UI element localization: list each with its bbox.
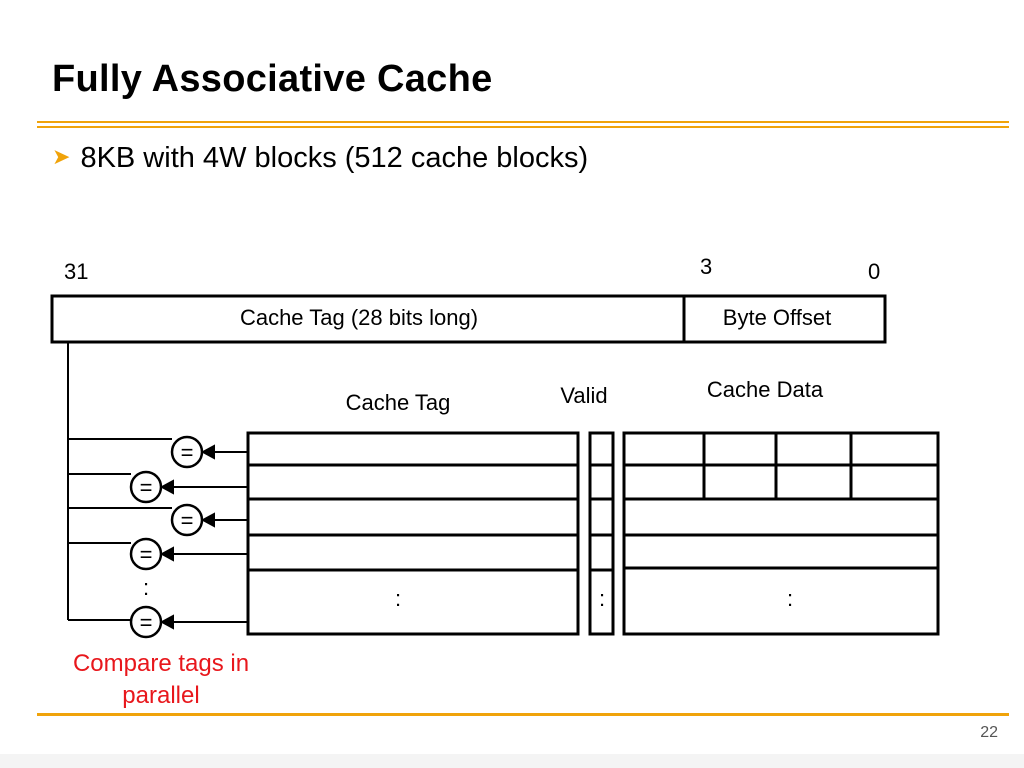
- comparators: = = = = =: [129, 435, 204, 639]
- footer-band: [0, 754, 1024, 768]
- cache-data-array: [622, 431, 940, 636]
- slide-title: Fully Associative Cache: [52, 58, 493, 100]
- comparator-symbol: =: [140, 475, 153, 500]
- compare-caption: Compare tags in parallel: [46, 648, 276, 712]
- cache-tag-header: Cache Tag: [346, 390, 451, 415]
- bit-label-3: 3: [700, 254, 712, 279]
- address-register: [50, 294, 887, 344]
- comparator-symbol: =: [140, 542, 153, 567]
- cache-tag-array: [246, 431, 580, 636]
- title-divider-top: [37, 121, 1009, 123]
- comparator-ellipsis: :: [143, 575, 149, 600]
- cache-data-header: Cache Data: [707, 377, 824, 402]
- bullet-point: ➤ 8KB with 4W blocks (512 cache blocks): [52, 142, 588, 175]
- valid-bit-array: [588, 431, 615, 636]
- tag-feed-arrows: [159, 444, 248, 630]
- data-array-ellipsis: :: [787, 586, 793, 611]
- bullet-text: 8KB with 4W blocks (512 cache blocks): [80, 142, 589, 174]
- offset-field-label: Byte Offset: [723, 305, 831, 330]
- bit-label-31: 31: [64, 259, 88, 284]
- comparator-symbol: =: [181, 440, 194, 465]
- tag-array-ellipsis: :: [395, 586, 401, 611]
- arrow-bullet-icon: ➤: [52, 144, 71, 169]
- page-number: 22: [980, 724, 998, 741]
- valid-header: Valid: [560, 383, 607, 408]
- valid-array-ellipsis: :: [599, 586, 605, 611]
- bit-label-0: 0: [868, 259, 880, 284]
- title-divider-bottom: [37, 126, 1009, 128]
- tag-field-label: Cache Tag (28 bits long): [240, 305, 478, 330]
- comparator-symbol: =: [181, 508, 194, 533]
- caption-line-2: parallel: [122, 682, 200, 709]
- bus-taps: [68, 438, 172, 621]
- footer-divider: [37, 713, 1009, 716]
- comparator-symbol: =: [140, 610, 153, 635]
- caption-line-1: Compare tags in: [72, 650, 250, 677]
